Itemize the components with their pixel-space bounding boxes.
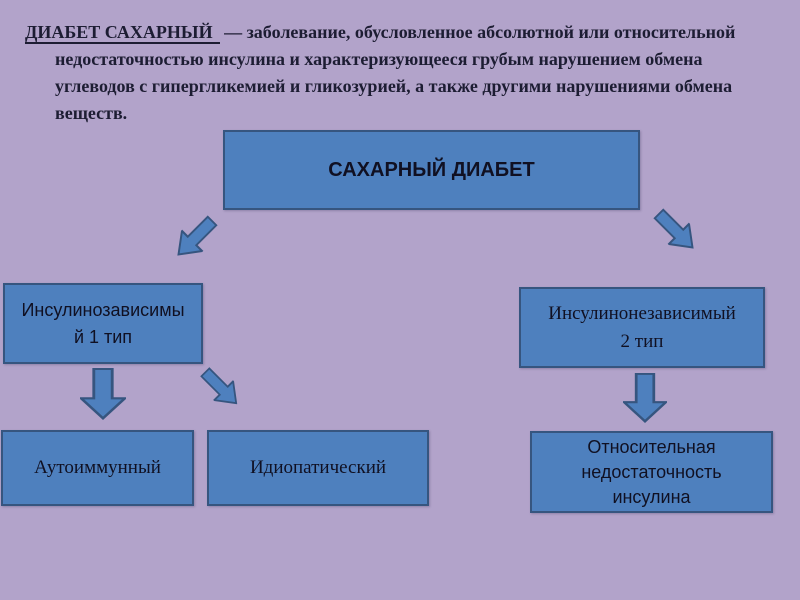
arrow-down-left-icon [167, 210, 224, 267]
definition-paragraph: ДИАБЕТ САХАРНЫЙ — заболевание, обусловле… [25, 19, 790, 127]
definition-line: углеводов с гипергликемией и гликозурией… [55, 76, 733, 96]
definition-line: недостаточностью инсулина и характеризую… [55, 49, 703, 69]
definition-line: веществ. [55, 103, 128, 123]
arrow-down-right-icon [195, 362, 247, 414]
diagram-box-relative-insufficiency: Относительная недостаточность инсулина [530, 431, 773, 513]
relative-box-line: Относительная [587, 436, 716, 457]
relative-box-line: недостаточность [581, 461, 722, 482]
relative-box-line: инсулина [612, 486, 691, 507]
root-box-label: САХАРНЫЙ ДИАБЕТ [328, 158, 535, 181]
diagram-box-root: САХАРНЫЙ ДИАБЕТ [223, 130, 640, 210]
idiopathic-box-label: Идиопатический [249, 457, 387, 478]
arrow-down-icon [623, 373, 667, 423]
diagram-box-idiopathic: Идиопатический [207, 430, 429, 506]
term-underlined: ДИАБЕТ САХАРНЫЙ [25, 22, 220, 44]
definition-line-text: — заболевание, обусловленное абсолютной … [224, 22, 736, 42]
type2-box-line: Инсулинонезависимый [548, 302, 736, 324]
type1-box-line: Инсулинозависимы [21, 299, 185, 320]
type1-box-line: й 1 тип [73, 326, 133, 347]
diagram-box-autoimmune: Аутоиммунный [1, 430, 194, 506]
diagram-box-type1: Инсулинозависимы й 1 тип [3, 283, 203, 364]
autoimmune-box-label: Аутоиммунный [34, 457, 161, 478]
definition-line: ДИАБЕТ САХАРНЫЙ — заболевание, обусловле… [25, 19, 790, 46]
arrow-down-icon [80, 368, 126, 420]
arrow-down-right-icon [648, 203, 705, 260]
type2-box-line: 2 тип [620, 330, 664, 352]
diagram-box-type2: Инсулинонезависимый 2 тип [519, 287, 765, 368]
